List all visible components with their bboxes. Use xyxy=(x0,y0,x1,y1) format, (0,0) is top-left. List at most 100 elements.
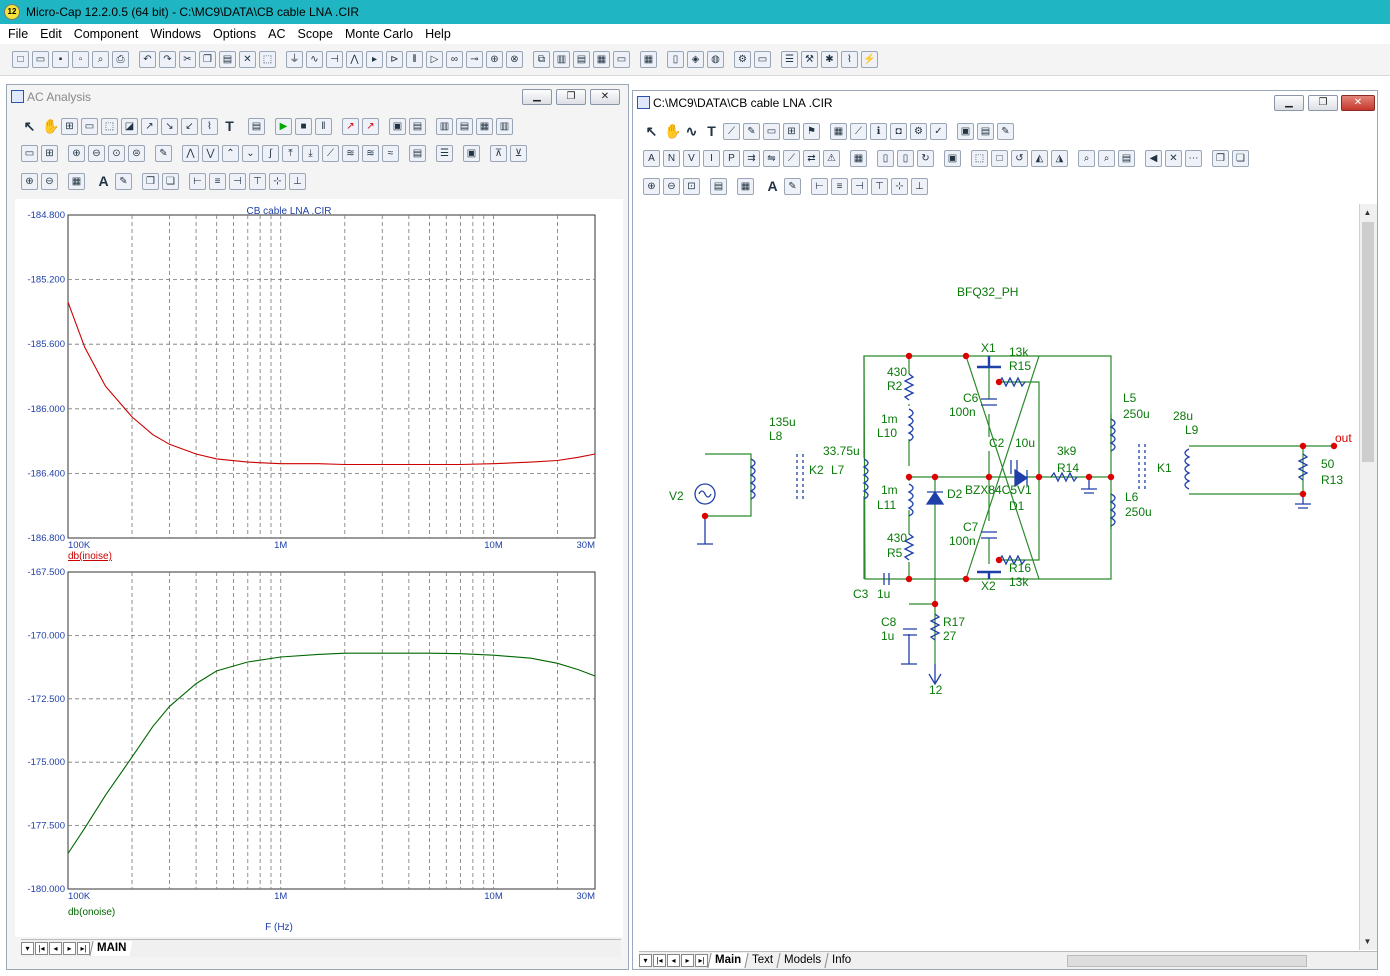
stop2-icon[interactable]: ✕ xyxy=(1165,150,1182,167)
arrange-icon[interactable]: ▦ xyxy=(593,51,610,68)
flag-icon[interactable]: ⚑ xyxy=(803,123,820,140)
schem-align-left-icon[interactable]: ⊢ xyxy=(811,178,828,195)
tool-icon[interactable]: ⟋ xyxy=(850,123,867,140)
window-icon[interactable]: ▭ xyxy=(613,51,630,68)
grid2-icon[interactable]: ▦ xyxy=(850,150,867,167)
select-all-icon[interactable]: ⬚ xyxy=(259,51,276,68)
menu-scope[interactable]: Scope xyxy=(297,27,333,41)
preferences-icon[interactable]: ☰ xyxy=(781,51,798,68)
scroll-down-arrow-icon[interactable]: ▼ xyxy=(1363,937,1372,946)
page2-icon[interactable]: ▯ xyxy=(877,150,894,167)
filter-design-icon[interactable]: ▭ xyxy=(754,51,771,68)
group-icon[interactable]: ❐ xyxy=(1212,150,1229,167)
save-all-icon[interactable]: ▫ xyxy=(72,51,89,68)
run-icon[interactable]: ▶ xyxy=(275,118,292,135)
schem-scroll-icon[interactable]: ▾ xyxy=(639,954,652,967)
inoise-expression[interactable]: db(inoise) xyxy=(68,551,112,562)
slope-icon[interactable]: ⟋ xyxy=(322,145,339,162)
next-page-icon[interactable]: ▸ xyxy=(63,942,76,955)
align-top-icon[interactable]: ⊤ xyxy=(249,173,266,190)
info2-icon[interactable]: ▣ xyxy=(944,150,961,167)
shape-editor-icon[interactable]: ◈ xyxy=(687,51,704,68)
probe-icon[interactable]: ⚡ xyxy=(861,51,878,68)
transistor-icon[interactable]: ⊳ xyxy=(386,51,403,68)
rotate2-icon[interactable]: ↺ xyxy=(1011,150,1028,167)
find-icon[interactable]: ⌕ xyxy=(1078,150,1095,167)
print-icon[interactable]: ⎙ xyxy=(112,51,129,68)
menu-ac[interactable]: AC xyxy=(268,27,286,41)
schematic-close-button[interactable]: ✕ xyxy=(1341,95,1375,111)
pause-icon[interactable]: ‖ xyxy=(315,118,332,135)
align-right-icon[interactable]: ⊣ xyxy=(229,173,246,190)
component-editor-icon[interactable]: ▯ xyxy=(667,51,684,68)
global-low-icon[interactable]: ⤓ xyxy=(302,145,319,162)
find2-icon[interactable]: ⌕ xyxy=(1098,150,1115,167)
table-icon[interactable]: ▦ xyxy=(830,123,847,140)
vertical-tag-icon[interactable]: ↙ xyxy=(181,118,198,135)
schem-last-page-icon[interactable]: ▸| xyxy=(695,954,708,967)
animate-icon[interactable]: ↗ xyxy=(342,118,359,135)
select-arrow-icon[interactable]: ↖ xyxy=(645,123,658,139)
show-errors-icon[interactable]: ⟋ xyxy=(783,150,800,167)
calculator-icon[interactable]: ▦ xyxy=(640,51,657,68)
cursor-mode-icon[interactable]: ⊻ xyxy=(510,145,527,162)
plot-area[interactable]: -184.800-185.200-185.600-186.000-186.400… xyxy=(15,199,623,937)
stepping-icon[interactable]: ↗ xyxy=(362,118,379,135)
tile-vertical-icon[interactable]: ▥ xyxy=(553,51,570,68)
schem-align-middle-icon[interactable]: ⊹ xyxy=(891,178,908,195)
horizontal-scrollbar[interactable] xyxy=(1066,954,1307,967)
schem-zoom-in-icon[interactable]: ⊕ xyxy=(643,178,660,195)
prev-simulation-icon[interactable]: ≋ xyxy=(362,145,379,162)
schem-zoom-fit-icon[interactable]: ⊡ xyxy=(683,178,700,195)
schem-font-icon[interactable]: A xyxy=(767,178,778,194)
last-page-icon[interactable]: ▸| xyxy=(77,942,90,955)
next-simulation-icon[interactable]: ≋ xyxy=(342,145,359,162)
hand-icon[interactable]: ✋ xyxy=(664,123,682,139)
zoom-in-icon[interactable]: ⊕ xyxy=(68,145,85,162)
graph-icon[interactable]: ◪ xyxy=(121,118,138,135)
text-mode-icon[interactable]: T xyxy=(707,123,716,139)
schematic-vertical-scrollbar[interactable]: ▲ ▼ xyxy=(1359,204,1377,950)
switch-icon[interactable]: ⊸ xyxy=(466,51,483,68)
schematic-canvas[interactable]: BFQ32_PH X1 13k R15 430 R2 C6 100n 1m L1… xyxy=(639,204,1359,950)
schem-align-right-icon[interactable]: ⊣ xyxy=(851,178,868,195)
rotate-icon[interactable]: ↻ xyxy=(917,150,934,167)
global-high-icon[interactable]: ⤒ xyxy=(282,145,299,162)
print-preview-icon[interactable]: ⌕ xyxy=(92,51,109,68)
info-icon[interactable]: ℹ xyxy=(870,123,887,140)
path-icon[interactable]: ⚙ xyxy=(910,123,927,140)
zoom-minus-icon[interactable]: ⊖ xyxy=(41,173,58,190)
align-center-icon[interactable]: ≡ xyxy=(209,173,226,190)
wire-icon[interactable]: ∿ xyxy=(306,51,323,68)
tab-models[interactable]: Models xyxy=(776,953,828,968)
data-points-icon[interactable]: ▣ xyxy=(463,145,480,162)
tab-text[interactable]: Text xyxy=(744,953,780,968)
tab-main-schematic[interactable]: Main xyxy=(707,953,748,968)
plot-properties-icon[interactable]: ▤ xyxy=(456,118,473,135)
zoom-box-icon[interactable]: ⬚ xyxy=(101,118,118,135)
highlight-icon[interactable]: ✎ xyxy=(115,173,132,190)
ungroup-icon[interactable]: ❏ xyxy=(1232,150,1249,167)
schem-first-page-icon[interactable]: |◂ xyxy=(653,954,666,967)
prev-page-icon[interactable]: ◂ xyxy=(49,942,62,955)
box-icon[interactable]: □ xyxy=(991,150,1008,167)
model-program-icon[interactable]: ⚙ xyxy=(734,51,751,68)
ground-icon[interactable]: ⏚ xyxy=(286,51,303,68)
frame-icon[interactable]: ⬚ xyxy=(971,150,988,167)
component-icon[interactable]: ⊞ xyxy=(783,123,800,140)
save-icon[interactable]: ▪ xyxy=(52,51,69,68)
menu-edit[interactable]: Edit xyxy=(40,27,62,41)
schem-align-bottom-icon[interactable]: ⊥ xyxy=(911,178,928,195)
new-file-icon[interactable]: □ xyxy=(12,51,29,68)
align-bottom-icon[interactable]: ⊥ xyxy=(289,173,306,190)
scale-icon[interactable]: ⊞ xyxy=(61,118,78,135)
bus-icon[interactable]: ▭ xyxy=(763,123,780,140)
valley-icon[interactable]: ⋁ xyxy=(202,145,219,162)
menu-help[interactable]: Help xyxy=(425,27,451,41)
font-icon[interactable]: A xyxy=(98,173,109,189)
high-icon[interactable]: ⌃ xyxy=(222,145,239,162)
line-icon[interactable]: ⟋ xyxy=(723,123,740,140)
scroll-thumb[interactable] xyxy=(1362,222,1374,462)
more-icon[interactable]: ⋯ xyxy=(1185,150,1202,167)
menu-monte-carlo[interactable]: Monte Carlo xyxy=(344,27,414,41)
